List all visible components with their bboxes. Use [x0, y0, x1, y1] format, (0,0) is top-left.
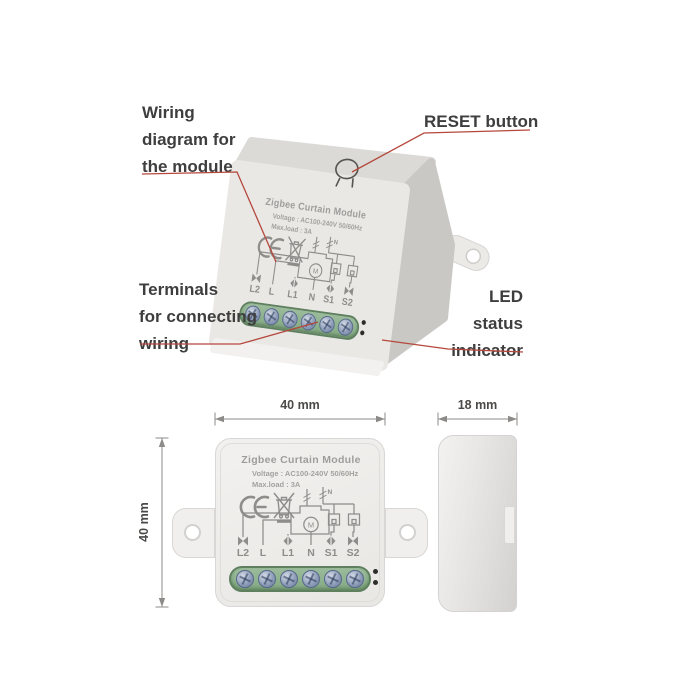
terminal-label-s1: S1: [325, 547, 338, 557]
mount-ear-hole: [465, 248, 482, 265]
front-view: Zigbee Curtain Module Voltage : AC100-24…: [215, 438, 385, 607]
motor-terminal-icon: [344, 286, 354, 296]
motor-symbol: [303, 516, 319, 533]
led-status-dot-icon: [373, 569, 378, 574]
schematic-n-label: N: [328, 489, 333, 496]
schematic-n-label: N: [333, 240, 338, 247]
terminal-label-l1: L1: [287, 289, 299, 302]
iso-mount-ear: [442, 235, 490, 271]
front-module-face: Zigbee Curtain Module Voltage : AC100-24…: [216, 439, 386, 608]
reset-keyhole-icon: [335, 158, 359, 188]
terminal-screw-icon: [346, 570, 364, 588]
annotation-terminals-label: Terminals for connecting wiring: [139, 280, 258, 353]
terminal-strip: [229, 566, 371, 592]
motor-terminal-icon: [238, 536, 248, 546]
mount-ear-hole: [399, 524, 416, 541]
front-view-mount-ear-left: [172, 508, 215, 558]
ce-mark-icon: [257, 236, 285, 260]
dimension-depth-value: 18 mm: [458, 398, 498, 412]
dimension-height-value: 40 mm: [137, 502, 151, 542]
terminal-screw-icon: [299, 312, 318, 332]
module-voltage: Voltage : AC100-240V 50/60Hz: [252, 469, 359, 478]
terminal-label-s1: S1: [322, 294, 334, 307]
terminal-label-l1: L1: [282, 547, 294, 557]
terminal-screw-icon: [258, 570, 276, 588]
terminal-label-l: L: [260, 547, 267, 557]
leader-reset: [351, 129, 531, 173]
led-status-dot-icon: [373, 580, 378, 585]
terminal-label-n: N: [308, 292, 316, 304]
module-title: Zigbee Curtain Module: [241, 454, 361, 466]
terminal-screw-icon: [236, 570, 254, 588]
led-status-dot-icon: [359, 330, 365, 336]
module-max-load: Max.load : 3A: [252, 480, 301, 489]
front-face-seam: [220, 443, 380, 602]
mount-ear-hole: [184, 524, 201, 541]
wiring-schematic: [242, 487, 361, 545]
front-view-mount-ear-right: [385, 508, 428, 558]
dimension-width-value: 40 mm: [280, 398, 320, 412]
terminal-screw-icon: [281, 309, 299, 329]
terminal-screw-icon: [336, 317, 355, 337]
annotation-wiring-label: Wiring diagram for the module: [142, 103, 236, 176]
terminal-screw-icon: [318, 315, 336, 335]
motor-label: M: [308, 521, 314, 530]
motor-label: M: [312, 268, 319, 276]
dimension-line-width: [214, 412, 386, 426]
dimension-line-height: [155, 437, 169, 608]
side-view-notch: [504, 506, 514, 544]
terminal-label-n: N: [307, 547, 315, 557]
terminal-screw-icon: [324, 570, 342, 588]
led-status-dot-icon: [361, 319, 367, 326]
ce-mark-icon: [239, 495, 270, 519]
terminal-screw-icon: [280, 570, 298, 588]
terminal-screw-icon: [302, 570, 320, 588]
motor-terminal-icon: [348, 536, 358, 546]
module-face: Zigbee Curtain Module Voltage : AC100-24…: [216, 439, 386, 608]
weee-crossed-bin-icon: [284, 236, 306, 267]
dimension-line-depth: [437, 412, 518, 426]
terminal-label-s2: S2: [347, 547, 360, 557]
annotation-reset-label: RESET button: [424, 112, 539, 131]
module-schematic: N M L2 L L1 N S1 S2: [237, 487, 361, 557]
terminal-label-l2: L2: [237, 547, 249, 557]
annotation-led-label: LED status indicator: [451, 287, 523, 360]
side-view: [438, 435, 517, 612]
terminal-icons: [238, 535, 358, 547]
terminal-label-s2: S2: [341, 296, 353, 309]
